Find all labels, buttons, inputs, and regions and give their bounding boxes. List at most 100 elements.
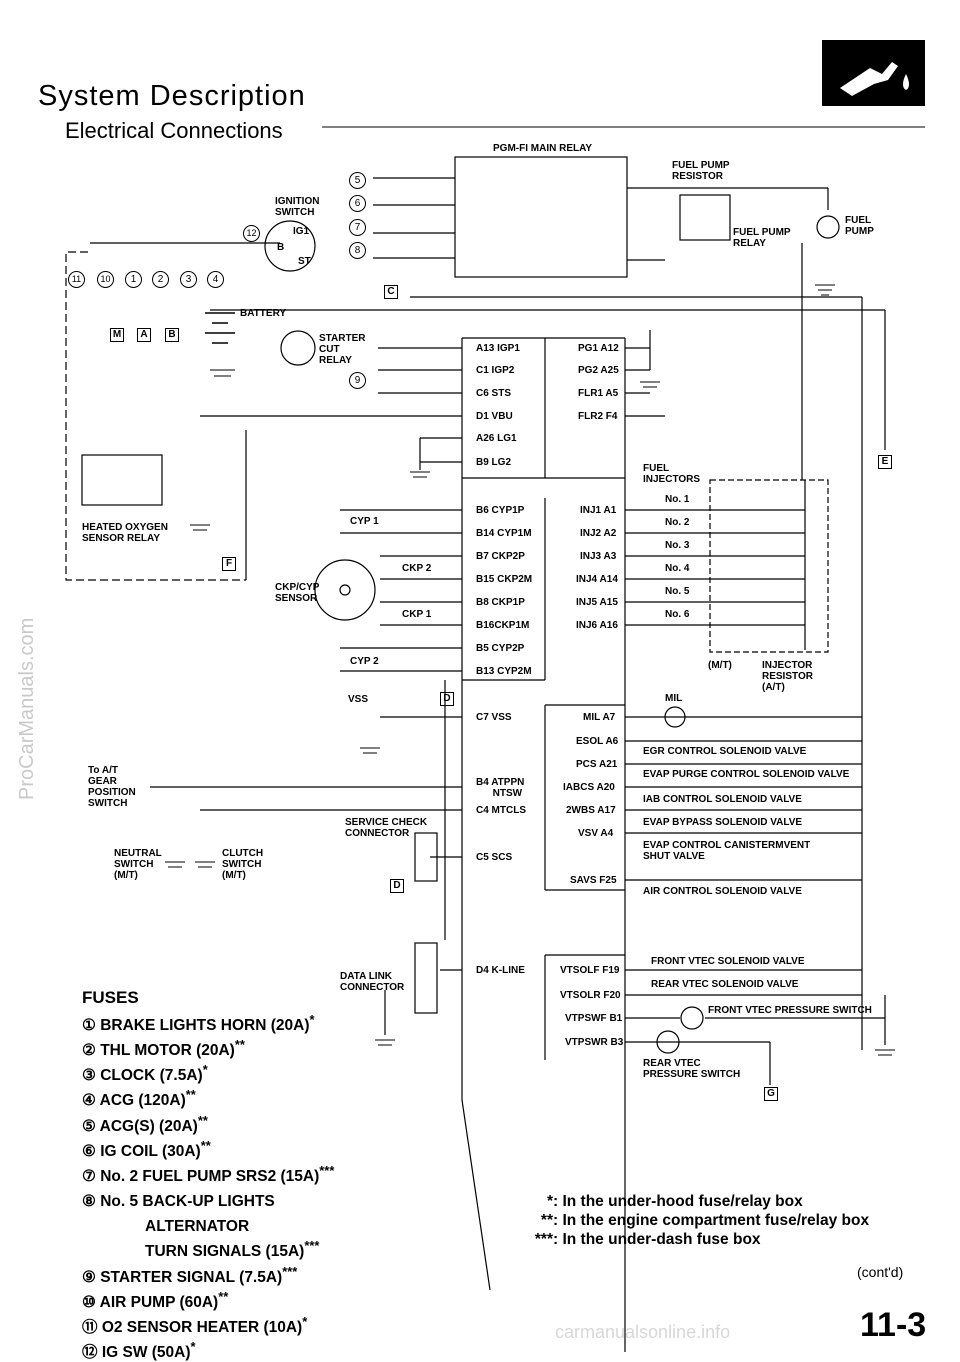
tag-g: G	[764, 1087, 778, 1101]
note-item: *: In the under-hood fuse/relay box	[546, 1193, 803, 1210]
fuse-circle: 3	[180, 271, 197, 288]
label-fuel-pump-resistor: FUEL PUMP RESISTOR	[672, 160, 730, 182]
injector-label: No. 1	[665, 494, 690, 505]
tag-c: C	[384, 285, 398, 299]
ecm-pin: B7 CKP2P	[476, 551, 525, 562]
ecm-pin: MIL A7	[583, 712, 616, 723]
fuse-item: ⑦ No. 2 FUEL PUMP SRS2 (15A)***	[82, 1162, 335, 1186]
fuses-title: FUSES	[82, 988, 139, 1007]
label-fuel-pump: FUEL PUMP	[845, 215, 874, 237]
ecm-pin: D1 VBU	[476, 411, 513, 422]
side-watermark: ProCarManuals.com	[16, 617, 38, 800]
fuse-circle: 10	[97, 271, 114, 288]
injector-label: No. 5	[665, 586, 690, 597]
label-evap-canister: EVAP CONTROL CANISTERMVENT SHUT VALVE	[643, 840, 811, 862]
fuse-circle: 9	[349, 372, 366, 389]
page-number: 11-3	[860, 1306, 927, 1344]
label-st: ST	[298, 256, 311, 267]
label-ckp2: CKP 2	[402, 563, 432, 574]
ecm-pin: VTPSWR B3	[565, 1037, 624, 1048]
ecm-pin: SAVS F25	[570, 875, 617, 886]
ecm-pin: B4 ATPPN NTSW	[476, 777, 525, 799]
label-air-control: AIR CONTROL SOLENOID VALVE	[643, 886, 802, 897]
label-ignition-switch: IGNITION SWITCH	[275, 196, 320, 218]
ecm-pin: C6 STS	[476, 388, 512, 399]
fuse-item: ③ CLOCK (7.5A)*	[82, 1062, 208, 1085]
label-pgm-fi-main-relay: PGM-FI MAIN RELAY	[493, 143, 593, 154]
ecm-pin: VSV A4	[578, 828, 614, 839]
ecm-pin: B15 CKP2M	[476, 574, 533, 585]
label-starter-cut-relay: STARTER CUT RELAY	[319, 333, 366, 366]
label-fuel-pump-relay: FUEL PUMP RELAY	[733, 227, 791, 249]
fuse-item: ALTERNATOR	[145, 1218, 250, 1236]
ecm-pin: B5 CYP2P	[476, 643, 525, 654]
label-front-vtec-ps: FRONT VTEC PRESSURE SWITCH	[708, 1005, 872, 1016]
ecm-pin: IABCS A20	[563, 782, 615, 793]
fuse-circle: 8	[349, 242, 366, 259]
fuse-item: ⑩ AIR PUMP (60A)**	[82, 1288, 229, 1311]
tag-b: B	[165, 328, 179, 342]
ecm-pin: INJ2 A2	[580, 528, 617, 539]
ecm-pin: INJ1 A1	[580, 505, 617, 516]
ecm-pin: D4 K-LINE	[476, 965, 525, 976]
ecm-pin: PCS A21	[576, 759, 618, 770]
label-data-link: DATA LINK CONNECTOR	[340, 971, 405, 993]
ecm-pin: PG1 A12	[578, 343, 619, 354]
ecm-pin: 2WBS A17	[566, 805, 616, 816]
label-heated-o2-relay: HEATED OXYGEN SENSOR RELAY	[82, 522, 168, 544]
label-fuel-injectors: FUEL INJECTORS	[643, 463, 701, 485]
location-notes: *: In the under-hood fuse/relay box **: …	[505, 1192, 869, 1249]
fuse-circle: 5	[349, 172, 366, 189]
label-battery: BATTERY	[240, 308, 287, 319]
ecm-pin: B16CKP1M	[476, 620, 530, 631]
label-service-check: SERVICE CHECK CONNECTOR	[345, 817, 428, 839]
ecm-pin: B9 LG2	[476, 457, 512, 468]
ecm-pin: ESOL A6	[576, 736, 619, 747]
fuse-circle: 12	[243, 225, 260, 242]
fuse-item: ⑧ No. 5 BACK-UP LIGHTS	[82, 1193, 275, 1211]
ecm-pin: B6 CYP1P	[476, 505, 525, 516]
fuses-list: ① BRAKE LIGHTS HORN (20A)* ② THL MOTOR (…	[82, 1010, 334, 1362]
ecm-pin: VTSOLR F20	[560, 990, 621, 1001]
ecm-pin: VTSOLF F19	[560, 965, 620, 976]
injector-label: No. 2	[665, 517, 690, 528]
label-mil: MIL	[665, 693, 683, 704]
ecm-pin: FLR2 F4	[578, 411, 618, 422]
label-rear-vtec-sol: REAR VTEC SOLENOID VALVE	[651, 979, 799, 990]
page-subtitle: Electrical Connections	[65, 118, 283, 143]
label-evap-bypass: EVAP BYPASS SOLENOID VALVE	[643, 817, 803, 828]
label-egr: EGR CONTROL SOLENOID VALVE	[643, 746, 807, 757]
page-title: System Description	[38, 80, 306, 112]
label-clutch-switch: CLUTCH SWITCH (M/T)	[222, 848, 264, 881]
fuse-item: ⑤ ACG(S) (20A)**	[82, 1112, 208, 1135]
injector-label: No. 6	[665, 609, 690, 620]
label-ckp-cyp-sensor: CKP/CYP SENSOR	[275, 582, 320, 604]
fuse-item: ④ ACG (120A)**	[82, 1087, 196, 1110]
label-rear-vtec-ps: REAR VTEC PRESSURE SWITCH	[643, 1058, 741, 1080]
fuse-circle: 2	[152, 271, 169, 288]
label-cyp1: CYP 1	[350, 516, 379, 527]
ecm-pin: PG2 A25	[578, 365, 619, 376]
ecm-pin: A26 LG1	[476, 433, 517, 444]
fuse-circle: 4	[207, 271, 224, 288]
fuse-item: ⑨ STARTER SIGNAL (7.5A)***	[82, 1263, 298, 1286]
fuse-circle: 1	[125, 271, 142, 288]
fuse-item: ⑫ IG SW (50A)*	[82, 1339, 196, 1362]
ecm-pin: B14 CYP1M	[476, 528, 532, 539]
note-item: ***: In the under-dash fuse box	[534, 1231, 761, 1248]
label-iab: IAB CONTROL SOLENOID VALVE	[643, 794, 802, 805]
injector-label: No. 4	[665, 563, 690, 574]
tag-d: D	[440, 692, 454, 706]
ecm-pin: FLR1 A5	[578, 388, 619, 399]
fuse-item: TURN SIGNALS (15A)***	[145, 1238, 320, 1261]
bottom-watermark: carmanualsonline.info	[555, 1322, 731, 1342]
tag-f: F	[222, 557, 236, 571]
fuse-item: ① BRAKE LIGHTS HORN (20A)*	[82, 1012, 315, 1035]
ecm-pin: B13 CYP2M	[476, 666, 532, 677]
ecm-pin: C1 IGP2	[476, 365, 515, 376]
label-mt: (M/T)	[708, 660, 732, 671]
label-b: B	[277, 242, 285, 253]
ecm-pin: INJ4 A14	[576, 574, 618, 585]
ecm-pin: C4 MTCLS	[476, 805, 526, 816]
